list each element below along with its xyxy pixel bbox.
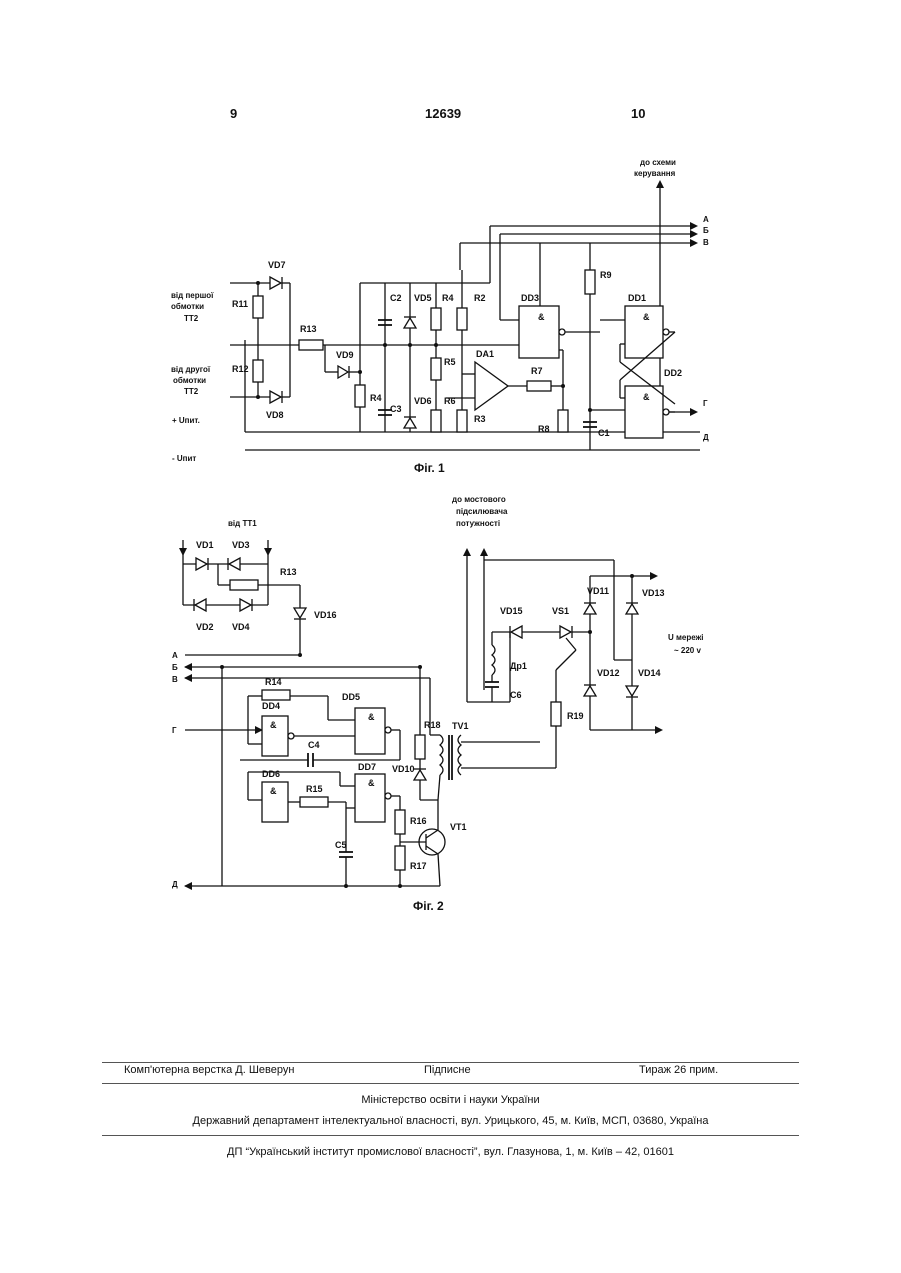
- fig1-r2: R2: [474, 293, 486, 303]
- fig2-dd6: DD6: [262, 769, 280, 779]
- footer-layout: Комп'ютерна верстка Д. Шеверун: [124, 1064, 294, 1076]
- fig2-bus-g: Г: [172, 726, 177, 735]
- fig1-top-label-2: керування: [634, 169, 676, 178]
- fig2-out-label-3: потужності: [456, 519, 500, 528]
- fig1-r13: R13: [300, 324, 317, 334]
- fig2-c6: C6: [510, 690, 522, 700]
- fig2-dd7-symbol: &: [368, 778, 375, 788]
- fig1-r3: R3: [474, 414, 486, 424]
- fig2-dr1: Др1: [510, 661, 527, 671]
- fig2-bus-d: Д: [172, 880, 178, 889]
- fig2-vd12: VD12: [597, 668, 620, 678]
- fig1-vd7: VD7: [268, 260, 286, 270]
- fig2-vs1: VS1: [552, 606, 569, 616]
- fig2-mains-label-2: ~ 220 v: [674, 646, 701, 655]
- fig2-r18: R18: [424, 720, 441, 730]
- fig2-dd6-symbol: &: [270, 786, 277, 796]
- fig1-vd9: VD9: [336, 350, 354, 360]
- footer-circulation: Тираж 26 прим.: [639, 1064, 718, 1076]
- fig2-dd5-symbol: &: [368, 712, 375, 722]
- fig2-bus-v: В: [172, 675, 178, 684]
- fig2-vd11: VD11: [587, 586, 609, 596]
- fig2-r19: R19: [567, 711, 584, 721]
- fig1-da1: DA1: [476, 349, 494, 359]
- fig1-input-second-2: обмотки: [173, 376, 206, 385]
- fig1-bus-d: Д: [703, 433, 709, 442]
- fig2-vd3: VD3: [232, 540, 250, 550]
- fig2-mains-label-1: U мережі: [668, 633, 704, 642]
- fig2-caption: Фіг. 2: [413, 899, 444, 913]
- fig1-bus-v: В: [703, 238, 709, 247]
- fig1-vd8: VD8: [266, 410, 284, 420]
- fig1-r4a: R4: [370, 393, 382, 403]
- fig1-c2: C2: [390, 293, 402, 303]
- fig1-r8: R8: [538, 424, 550, 434]
- fig1-c3: C3: [390, 404, 402, 414]
- fig2-out-label-2: підсилювача: [456, 507, 508, 516]
- footer-rule-2: [102, 1083, 799, 1084]
- fig1-dd2: DD2: [664, 368, 682, 378]
- footer-rule-3: [102, 1135, 799, 1136]
- fig1-top-label-1: до схеми: [640, 158, 676, 167]
- footer-signed: Підписне: [424, 1064, 471, 1076]
- fig1-dd2-symbol: &: [643, 392, 650, 402]
- fig2-vd10: VD10: [392, 764, 415, 774]
- footer-rule-1: [102, 1062, 799, 1063]
- fig2-vd16: VD16: [314, 610, 337, 620]
- fig1-input-first-3: ТТ2: [184, 314, 199, 323]
- fig1-bus-g: Г: [703, 399, 708, 408]
- fig1-r5: R5: [444, 357, 456, 367]
- fig1-dd3: DD3: [521, 293, 539, 303]
- fig2-r16: R16: [410, 816, 427, 826]
- fig2-r13: R13: [280, 567, 297, 577]
- fig1-vd6: VD6: [414, 396, 432, 406]
- fig2-tv1: TV1: [452, 721, 469, 731]
- fig1-input-first-1: від першої: [171, 291, 214, 300]
- fig2-vd13: VD13: [642, 588, 665, 598]
- fig1-r4b: R4: [442, 293, 454, 303]
- fig1-input-second-3: ТТ2: [184, 387, 199, 396]
- figure-2-schematic: від ТТ1 VD1 VD3 VD2 VD4 R13 VD16 А Б В Г…: [0, 490, 901, 920]
- fig1-c1: C1: [598, 428, 610, 438]
- fig2-r15: R15: [306, 784, 323, 794]
- fig1-r9: R9: [600, 270, 612, 280]
- fig2-dd5: DD5: [342, 692, 360, 702]
- fig1-input-second-1: від другої: [171, 365, 211, 374]
- fig2-bus-b: Б: [172, 663, 178, 672]
- fig1-bus-a: А: [703, 215, 709, 224]
- fig1-r7: R7: [531, 366, 543, 376]
- figure-1-schematic: до схеми керування А Б В від першої обмо…: [0, 0, 901, 490]
- fig2-r17: R17: [410, 861, 427, 871]
- fig2-r14: R14: [265, 677, 282, 687]
- fig2-c4: C4: [308, 740, 320, 750]
- fig1-input-first-2: обмотки: [171, 302, 204, 311]
- fig2-vd14: VD14: [638, 668, 661, 678]
- fig2-vd4: VD4: [232, 622, 250, 632]
- fig2-source-label: від ТТ1: [228, 519, 257, 528]
- fig2-bus-a: А: [172, 651, 178, 660]
- footer-institute: ДП “Український інститут промислової вла…: [0, 1146, 901, 1158]
- fig2-out-label-1: до мостового: [452, 495, 506, 504]
- fig1-r11: R11: [232, 299, 248, 309]
- footer-ministry: Міністерство освіти і науки України: [0, 1094, 901, 1106]
- fig2-dd7: DD7: [358, 762, 376, 772]
- fig2-c5: C5: [335, 840, 347, 850]
- fig1-dd3-symbol: &: [538, 312, 545, 322]
- fig2-dd4-symbol: &: [270, 720, 277, 730]
- fig1-r12: R12: [232, 364, 249, 374]
- fig2-vt1: VT1: [450, 822, 467, 832]
- fig1-vd5: VD5: [414, 293, 432, 303]
- footer-department: Державний департамент інтелектуальної вл…: [0, 1115, 901, 1127]
- fig2-vd2: VD2: [196, 622, 214, 632]
- fig2-vd15: VD15: [500, 606, 523, 616]
- fig2-vd1: VD1: [196, 540, 214, 550]
- fig1-bus-b: Б: [703, 226, 709, 235]
- fig1-caption: Фіг. 1: [414, 461, 445, 475]
- fig1-dd1: DD1: [628, 293, 646, 303]
- fig2-dd4: DD4: [262, 701, 280, 711]
- fig1-supply-minus: - Uпит: [172, 454, 196, 463]
- fig1-dd1-symbol: &: [643, 312, 650, 322]
- fig1-supply-plus: + Uпит.: [172, 416, 200, 425]
